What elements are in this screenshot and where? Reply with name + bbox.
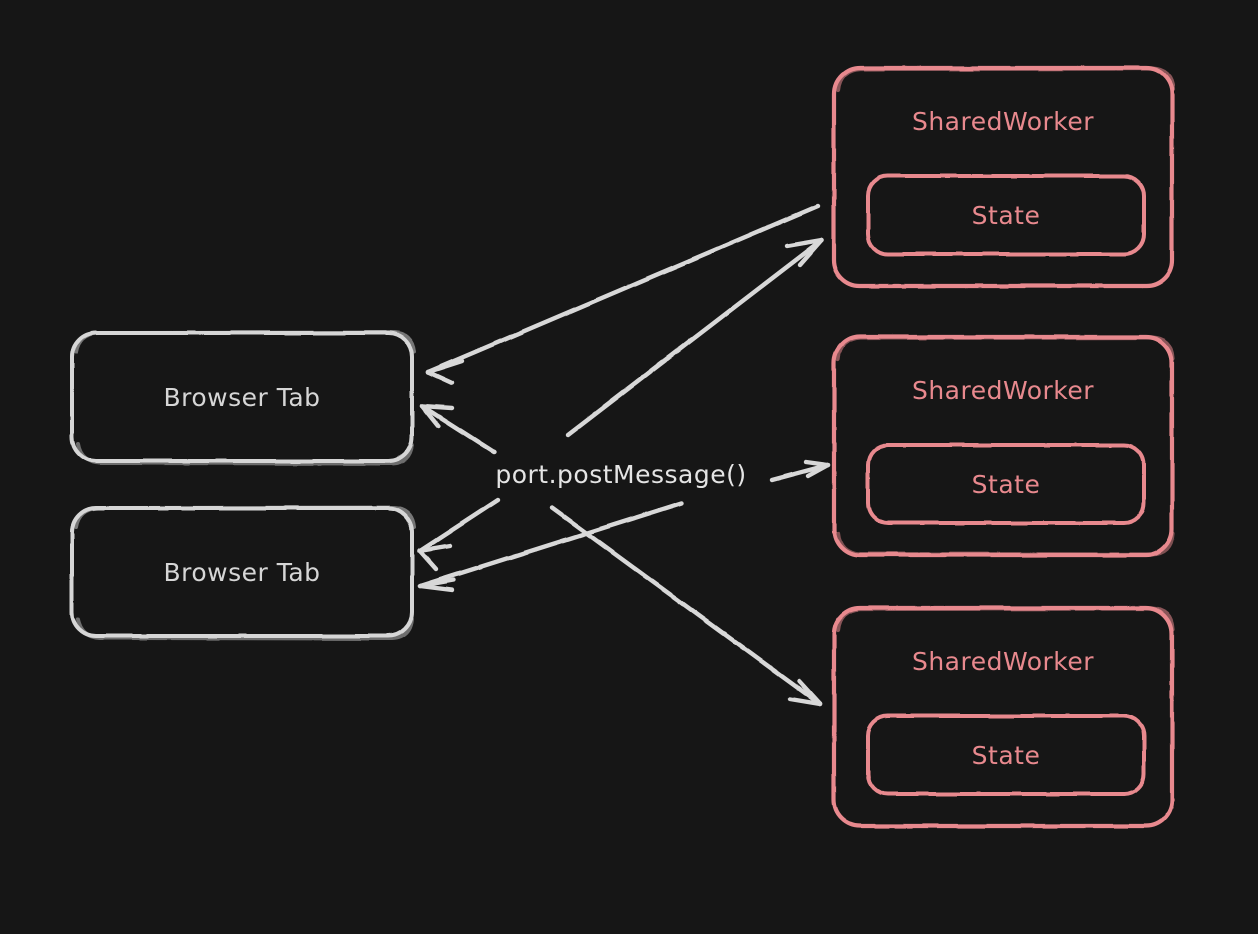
worker-1-state-box[interactable] bbox=[866, 174, 1146, 256]
arrow-label-to-worker2[interactable] bbox=[769, 459, 831, 483]
tab-1-box[interactable] bbox=[70, 330, 416, 466]
worker-3-state-box[interactable] bbox=[866, 714, 1146, 796]
worker-2-state-box[interactable] bbox=[866, 443, 1146, 525]
arrow-label-to-worker3[interactable] bbox=[549, 505, 823, 707]
arrow-label-to-worker1[interactable] bbox=[565, 237, 825, 438]
worker-2-box[interactable] bbox=[831, 334, 1176, 558]
worker-1-box[interactable] bbox=[831, 65, 1176, 289]
worker-3-box[interactable] bbox=[831, 605, 1176, 829]
tab-2-box[interactable] bbox=[70, 505, 416, 641]
arrow-label-to-tab1[interactable] bbox=[419, 403, 497, 455]
arrow-worker2-to-tab2[interactable] bbox=[417, 500, 685, 593]
arrow-worker1-to-tab1[interactable] bbox=[425, 203, 821, 386]
arrow-label-to-tab2[interactable] bbox=[417, 497, 501, 572]
